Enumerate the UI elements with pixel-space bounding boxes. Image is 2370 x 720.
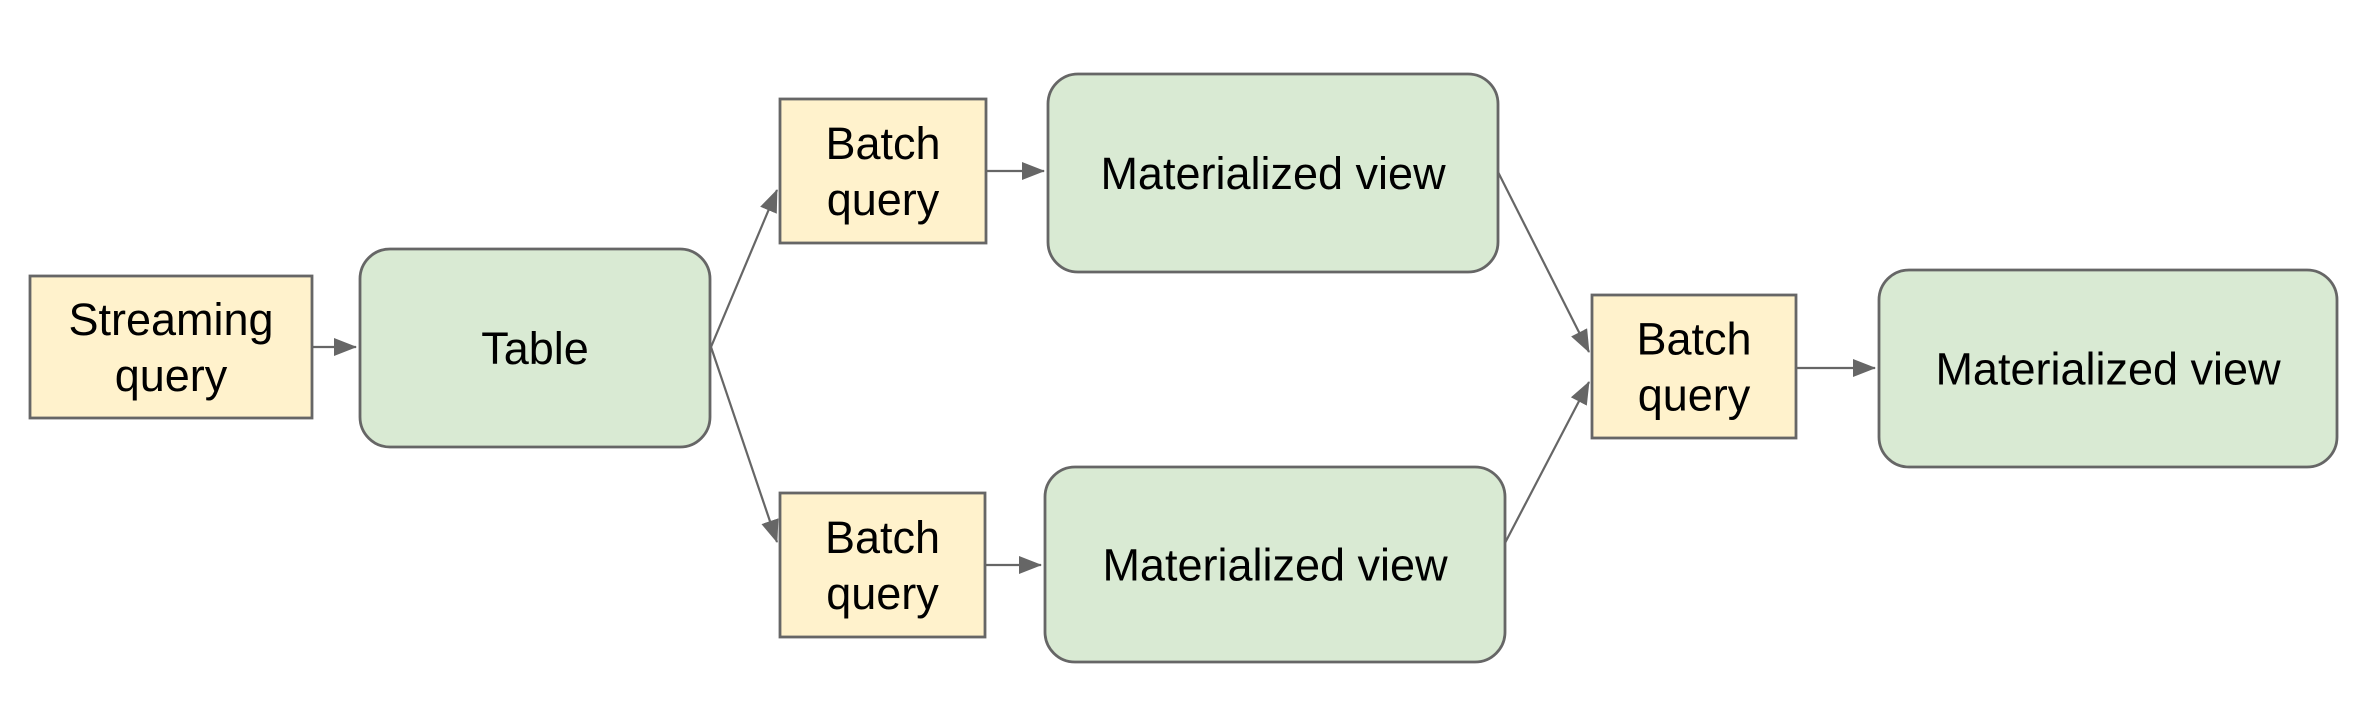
node-label-line: Batch <box>825 118 940 169</box>
node-label-line: Materialized view <box>1935 343 2281 394</box>
materialized-view-top-shape <box>1046 72 1500 274</box>
node-materialized-view-right: Materialized view <box>1877 268 2339 469</box>
node-label-line: query <box>115 350 228 401</box>
table-shape <box>358 247 712 449</box>
node-label-line: Batch <box>825 512 940 563</box>
node-label-line: query <box>1638 369 1751 420</box>
edge-table-to-batch-query-bottom <box>709 346 779 543</box>
materialized-view-bottom-shape <box>1043 465 1507 664</box>
materialized-view-bottom-label: Materialized view <box>1102 539 1448 590</box>
materialized-view-right-label: Materialized view <box>1935 343 2281 394</box>
node-materialized-view-bottom: Materialized view <box>1043 465 1507 664</box>
node-label-line: Streaming <box>68 294 273 345</box>
streaming-query-shape <box>28 274 314 420</box>
materialized-view-top-label: Materialized view <box>1100 148 1446 199</box>
materialized-view-right-shape <box>1877 268 2339 469</box>
table-label: Table <box>481 323 589 374</box>
node-label-line: Materialized view <box>1102 539 1448 590</box>
batch-query-bottom-shape <box>778 491 987 639</box>
node-materialized-view-top: Materialized view <box>1046 72 1500 274</box>
node-label-line: Materialized view <box>1100 148 1446 199</box>
edge-table-to-batch-query-top <box>709 189 779 348</box>
node-label-line: Batch <box>1636 313 1751 364</box>
batch-query-right-shape <box>1590 293 1798 440</box>
node-label-line: Table <box>481 323 589 374</box>
edge-materialized-view-bottom-to-batch-query-right <box>1504 381 1590 544</box>
edge-materialized-view-top-to-batch-query-right <box>1497 171 1590 353</box>
node-label-line: query <box>826 568 939 619</box>
batch-query-top-shape <box>778 97 988 245</box>
node-label-line: query <box>827 174 940 225</box>
node-table: Table <box>358 247 712 449</box>
